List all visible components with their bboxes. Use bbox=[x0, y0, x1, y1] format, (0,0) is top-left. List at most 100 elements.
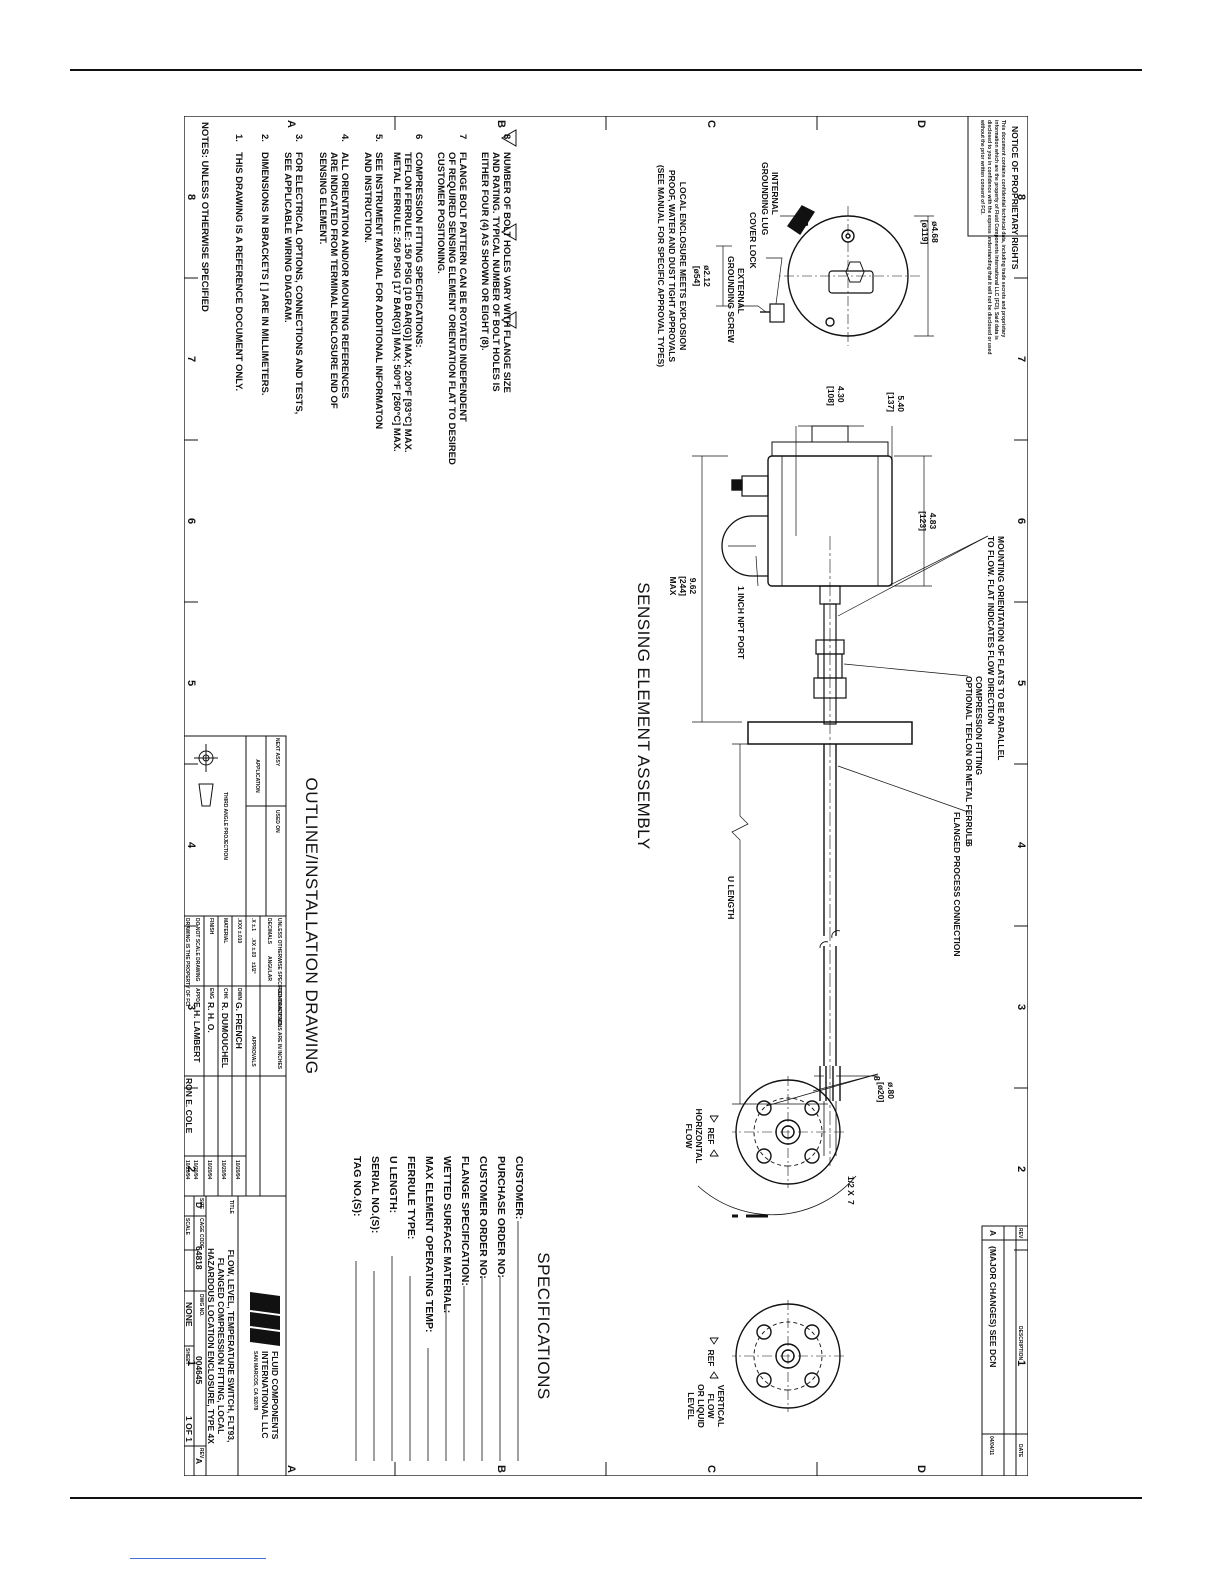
zone-letter-b-left: B bbox=[495, 120, 507, 128]
tb-do-not-scale: DO NOT SCALE DRAWING bbox=[194, 918, 200, 981]
enclosure-note-1: LOCAL ENCLOSURE MEETS EXPLOSION bbox=[678, 182, 688, 350]
zone-letter-d-right: D bbox=[915, 1465, 927, 1473]
revision-block bbox=[981, 1225, 1028, 1476]
tb-size-label: SIZE bbox=[198, 1198, 204, 1210]
note-4-num: 4. bbox=[339, 134, 350, 142]
label-internal-grounding-lug: INTERNAL bbox=[770, 172, 780, 215]
zone-number-4-bottom: 4 bbox=[185, 842, 197, 849]
dim-540: 5.40 bbox=[896, 395, 906, 412]
tb-title-2: FLANGED COMPRESSION FITTING, LOCAL bbox=[216, 1258, 226, 1435]
dim-probe-dia-mm: [ø20] bbox=[876, 1082, 886, 1102]
note-4-line-3: SENSING ELEMENT. bbox=[317, 152, 328, 244]
spec-max-temp: MAX ELEMENT OPERATING TEMP: bbox=[423, 1156, 435, 1333]
tb-next-assy: NEXT ASSY bbox=[274, 738, 280, 767]
tb-dec2: .XX ±.03 bbox=[250, 938, 256, 957]
note-6-line-1: COMPRESSION FITTING SPECIFICATIONS: bbox=[413, 152, 424, 348]
note-1-num: 1. bbox=[233, 134, 244, 142]
tb-title-1: FLOW, LEVEL, TEMPERATURE SWITCH, FLT93, bbox=[226, 1250, 236, 1443]
zone-letter-b-right: B bbox=[495, 1465, 507, 1473]
spec-tag-no: TAG NO.(S): bbox=[351, 1156, 363, 1216]
note-4-line-2: ARE INDICATED FROM TERMINAL ENCLOSURE EN… bbox=[328, 152, 339, 409]
compression-fitting-1: COMPRESSION FITTING bbox=[974, 676, 984, 776]
tb-rev-label: REV bbox=[198, 1448, 204, 1459]
ferrule-flag: 6 bbox=[964, 842, 974, 847]
note-3-line-1: FOR ELECTRICAL OPTIONS, CONNECTIONS AND … bbox=[293, 152, 304, 414]
spec-serial-no: SERIAL NO.(S): bbox=[369, 1156, 381, 1233]
zone-letter-c-left: C bbox=[705, 120, 717, 128]
tb-scale: NONE bbox=[184, 1302, 194, 1327]
spec-u-length: U LENGTH: bbox=[387, 1156, 399, 1213]
note-8-line-3: EITHER FOUR (4) AS SHOWN OR EIGHT (8). bbox=[479, 152, 490, 351]
vertical-flow-2: FLOW bbox=[706, 1393, 716, 1419]
dim-483-mm: [123] bbox=[918, 511, 928, 531]
dim-962-max: MAX bbox=[668, 577, 678, 596]
zone-letter-a-right: A bbox=[285, 1465, 297, 1473]
note-5-num: 5. bbox=[373, 134, 384, 142]
tb-cage-code: 64818 bbox=[194, 1246, 204, 1270]
spec-customer: CUSTOMER: bbox=[513, 1156, 525, 1219]
mounting-note-1: MOUNTING ORIENTATION OF FLATS TO BE PARA… bbox=[996, 536, 1006, 760]
notice-body-3: disclosed to you in confidence with the … bbox=[986, 120, 992, 354]
tb-size: D bbox=[194, 1202, 204, 1208]
tb-scale-label: SCALE bbox=[184, 1218, 190, 1236]
note-8-line-2: AND RATING. TYPICAL NUMBER OF BOLT HOLES… bbox=[490, 152, 501, 392]
note-6-num: 6 bbox=[413, 134, 424, 139]
vertical-flow-flange-view bbox=[732, 1300, 844, 1412]
vertical-flow-3: OR LIQUID bbox=[696, 1384, 706, 1428]
tb-sheet-label: SHEET bbox=[184, 1348, 190, 1365]
tb-checked-by: R. DUMOUCHEL bbox=[220, 1002, 230, 1068]
notice-box bbox=[967, 116, 1028, 237]
zone-letter-d-left: D bbox=[915, 120, 927, 128]
tb-dec1: .X ±.1 bbox=[250, 918, 256, 931]
tb-tolerances: UNLESS OTHERWISE SPECIFIED DIMENSIONS AR… bbox=[276, 918, 282, 1070]
bolt-flag-8: 8 bbox=[872, 1076, 882, 1081]
tb-decimals: DECIMALS bbox=[266, 918, 272, 945]
page-bottom-rule bbox=[70, 1497, 1142, 1499]
note-2-line-1: DIMENSIONS IN BRACKETS [ ] ARE IN MILLIM… bbox=[259, 152, 270, 395]
ref-label-mid: REF bbox=[706, 1128, 716, 1145]
tb-used-on: USED ON bbox=[274, 810, 280, 833]
tb-engineer-date: 10/20/94 bbox=[206, 1160, 212, 1180]
zone-letter-c-right: C bbox=[705, 1465, 717, 1473]
note-7-line-2: OF REQUIRED SENSING ELEMENT ORIENTATION … bbox=[446, 152, 457, 465]
dim-468: ø4.68 bbox=[930, 221, 940, 243]
zone-number-3-top: 3 bbox=[1015, 1004, 1027, 1010]
spec-customer-order: CUSTOMER ORDER NO: bbox=[477, 1156, 489, 1279]
note-3-line-2: SEE APPLICABLE WIRING DIAGRAM. bbox=[282, 152, 293, 323]
tb-dwg-label: DWG NO. bbox=[198, 1294, 204, 1317]
spec-purchase-order: PURCHASE ORDER NO: bbox=[495, 1156, 507, 1278]
tb-approved-date: 10/20/94 bbox=[192, 1160, 198, 1180]
zone-number-2-bottom: 2 bbox=[185, 1166, 197, 1172]
zone-number-6-top: 6 bbox=[1015, 518, 1027, 524]
notice-body-4: without the prior written consent of FCI… bbox=[979, 119, 985, 215]
note-8-num: 8 bbox=[501, 134, 512, 139]
tb-company-3: SAN MARCOS, CA 92078 bbox=[252, 1351, 258, 1410]
tb-drawn-by: G. FRENCH bbox=[234, 1002, 244, 1049]
tb-contract: CONTRACT NO. bbox=[276, 988, 282, 1027]
zone-number-1-bottom: 1 bbox=[185, 1360, 197, 1366]
tb-dwn: DWN bbox=[236, 988, 242, 1000]
tb-application: APPLICATION bbox=[254, 759, 260, 793]
zone-number-2-top: 2 bbox=[1015, 1166, 1027, 1172]
rev-col-rev: REV bbox=[1017, 1228, 1023, 1239]
dim-540-mm: [137] bbox=[886, 392, 896, 412]
tb-dwg-no: 004645 bbox=[194, 1356, 204, 1385]
drawing-type-title: OUTLINE/INSTALLATION DRAWING bbox=[302, 777, 321, 1074]
spec-ferrule-type: FERRULE TYPE: bbox=[405, 1156, 417, 1239]
dim-430: 4.30 bbox=[836, 386, 846, 403]
tb-company-1: FLUID COMPONENTS bbox=[270, 1351, 280, 1440]
rev-date: 04/04/11 bbox=[988, 1436, 994, 1455]
note-8-line-1: NUMBER OF BOLT HOLES VARY WITH FLANGE SI… bbox=[501, 152, 512, 393]
notes-header: NOTES: UNLESS OTHERWISE SPECIFIED bbox=[199, 122, 210, 312]
tb-title-3: HAZARDOUS LOCATION ENCLOSURE, TYPE 4X bbox=[206, 1248, 216, 1444]
specifications-title: SPECIFICATIONS bbox=[534, 1252, 553, 1399]
zone-number-4-top: 4 bbox=[1015, 842, 1027, 849]
note-5-line-1: SEE INSTRUMENT MANUAL FOR ADDITIONAL INF… bbox=[373, 152, 384, 429]
angle-flag-7: 7 bbox=[846, 1200, 856, 1205]
angle-label: 1/2 X bbox=[846, 1176, 856, 1196]
zone-ticks bbox=[184, 116, 1028, 1476]
tb-contract-date: 10/20/94 bbox=[184, 1160, 190, 1180]
tb-finish: FINISH bbox=[208, 918, 214, 935]
note-7-num: 7 bbox=[457, 134, 468, 139]
notice-body-1: This document contains confidential tech… bbox=[1000, 120, 1006, 337]
